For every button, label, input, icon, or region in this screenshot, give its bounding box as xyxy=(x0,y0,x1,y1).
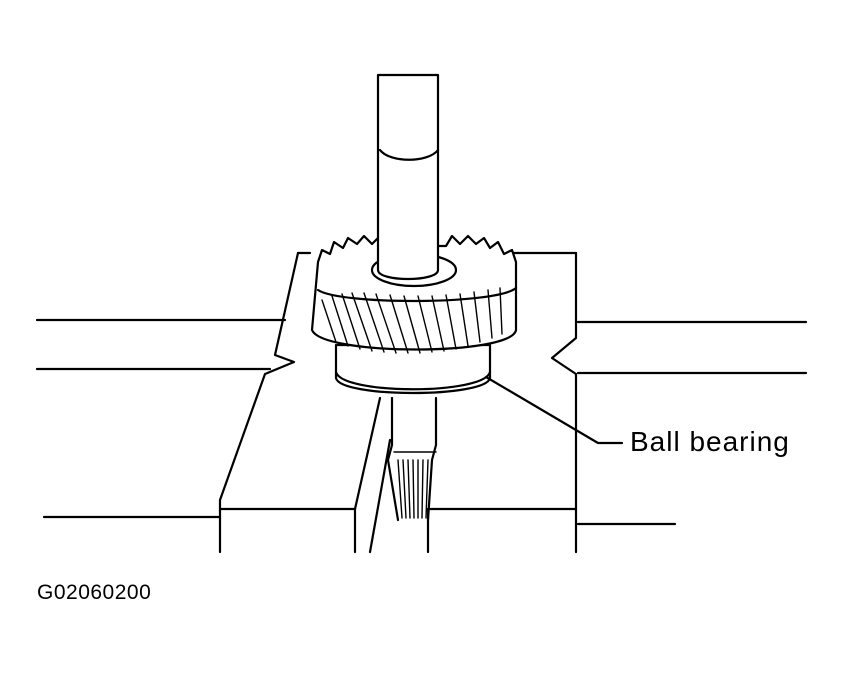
right-bed-rails xyxy=(576,320,808,526)
press-support-block xyxy=(218,251,578,554)
gear-teeth xyxy=(321,287,503,354)
ball-bearing xyxy=(334,343,492,395)
callout-leader xyxy=(484,375,624,445)
shaft-spline xyxy=(386,396,438,522)
press-rod xyxy=(376,73,440,281)
spline-teeth xyxy=(397,459,429,519)
ball-bearing-label: Ball bearing xyxy=(630,426,790,457)
left-bed-rails xyxy=(35,318,287,519)
figure-id: G02060200 xyxy=(37,581,152,604)
